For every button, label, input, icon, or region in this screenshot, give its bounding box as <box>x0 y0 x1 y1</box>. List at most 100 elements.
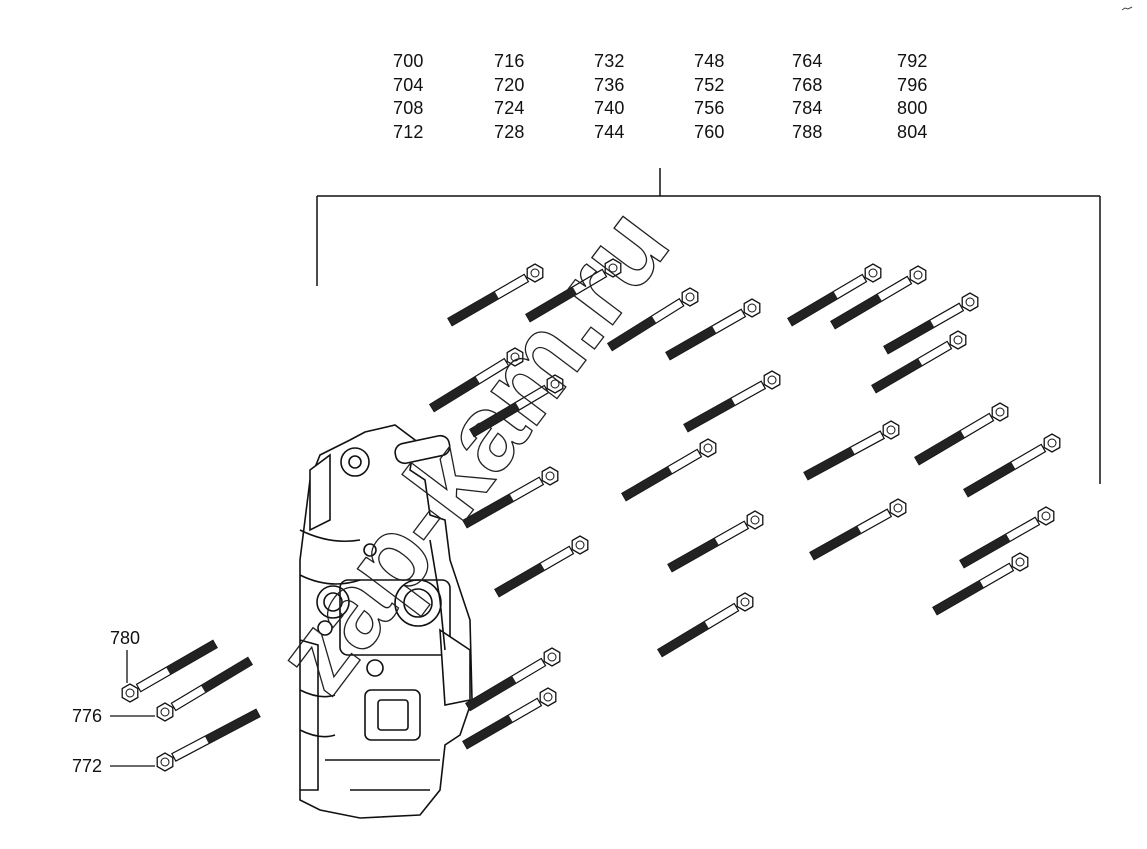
part-number: 732 <box>594 51 625 71</box>
bolt-head <box>1011 552 1029 572</box>
bolt <box>447 263 544 327</box>
bolt-thread <box>429 376 480 412</box>
bolt <box>809 498 907 561</box>
bolt-head-face <box>1047 438 1057 448</box>
bolt <box>871 330 967 394</box>
part-number: 764 <box>792 51 823 71</box>
bolt-thread <box>932 580 984 615</box>
bolt-head <box>546 374 564 394</box>
bolt-thread <box>683 397 736 432</box>
part-number: 788 <box>792 121 823 142</box>
bolt-head-face <box>547 652 557 662</box>
part-number: 784 <box>792 98 823 118</box>
bolt-head-face <box>1041 511 1051 521</box>
bolt-head <box>1043 433 1061 453</box>
bolt-thread <box>201 657 253 693</box>
bolt-thread <box>667 537 719 572</box>
bolt <box>657 592 754 658</box>
part-number-column-3: 732 736 740 744 <box>594 52 654 146</box>
bolt-head <box>991 402 1009 422</box>
bolt-head-face <box>510 352 520 362</box>
bolt-head <box>909 265 927 285</box>
part-number: 792 <box>897 51 928 71</box>
bolt <box>963 433 1061 498</box>
part-number: 756 <box>694 98 725 118</box>
part-number: 760 <box>694 121 725 142</box>
bolt-head-face <box>747 303 757 313</box>
part-number: 736 <box>594 74 625 95</box>
part-number: 752 <box>694 74 725 95</box>
bolt-thread <box>914 430 965 465</box>
bolt <box>525 258 622 323</box>
bolt-thread <box>657 621 709 657</box>
bolt <box>914 402 1009 466</box>
bolt-thread <box>787 291 838 326</box>
bolt <box>462 466 559 529</box>
bolt-head-face <box>750 515 760 525</box>
bolt-thread <box>462 493 514 528</box>
bolt-thread <box>809 525 862 560</box>
bolt-head <box>889 498 907 518</box>
bolt <box>803 420 900 481</box>
bolt-head-face <box>160 707 170 717</box>
bolt-thread <box>204 709 260 744</box>
bolt-head <box>743 298 761 318</box>
bolt-head-face <box>545 471 555 481</box>
bolt-head <box>121 683 139 703</box>
part-number: 704 <box>393 74 424 95</box>
valve-housing <box>299 424 473 819</box>
bolt-head-face <box>965 297 975 307</box>
bolt-thread <box>963 461 1016 497</box>
bolt-head-face <box>703 443 713 453</box>
bolt <box>683 370 781 433</box>
bolt-head <box>681 287 699 307</box>
bolt-thread <box>665 325 717 360</box>
bolt-head <box>541 466 559 486</box>
bolt-thread <box>871 358 923 393</box>
bolt-head-face <box>995 407 1005 417</box>
bolt-head <box>539 687 557 707</box>
part-number: 716 <box>494 51 525 71</box>
bolt <box>932 552 1029 616</box>
bolt-head-face <box>1015 557 1025 567</box>
bolt <box>665 298 761 361</box>
bolt-thread <box>447 291 499 326</box>
bolt-head-face <box>608 263 618 273</box>
part-number: 708 <box>393 98 424 118</box>
corner-speck <box>1121 6 1133 11</box>
bolt <box>494 535 589 598</box>
bolt-head-face <box>740 597 750 607</box>
part-number-column-1: 700 704 708 712 <box>393 52 453 146</box>
bolt-head <box>699 438 717 458</box>
bolt-head <box>882 420 900 440</box>
bolt-head-face <box>913 270 923 280</box>
bolt <box>428 347 524 413</box>
bolt-head-face <box>893 503 903 513</box>
bolt-head-face <box>886 425 896 435</box>
callout-leaders <box>110 650 155 767</box>
part-number: 728 <box>494 121 525 142</box>
bolt-thread <box>525 286 577 322</box>
bolt-thread <box>830 293 882 329</box>
part-number: 748 <box>694 51 725 71</box>
bolt-thread <box>959 533 1011 568</box>
bolt-head <box>864 263 882 283</box>
bolt <box>156 708 261 772</box>
bolt-thread <box>494 562 545 597</box>
bolt-head-face <box>160 757 170 767</box>
bolt <box>462 687 557 750</box>
bolt-thread <box>469 402 520 437</box>
bolt <box>667 510 764 573</box>
bolt-head-face <box>685 292 695 302</box>
bolt-head <box>1037 506 1055 526</box>
bolt-thread <box>607 315 657 351</box>
bolt-head-face <box>767 375 777 385</box>
bolt-thread <box>166 640 218 675</box>
bolt <box>156 656 253 722</box>
bolt-thread <box>465 675 517 711</box>
part-number: 712 <box>393 121 424 142</box>
part-number-column-4: 748 752 756 760 <box>694 52 754 146</box>
bolt <box>465 647 561 712</box>
